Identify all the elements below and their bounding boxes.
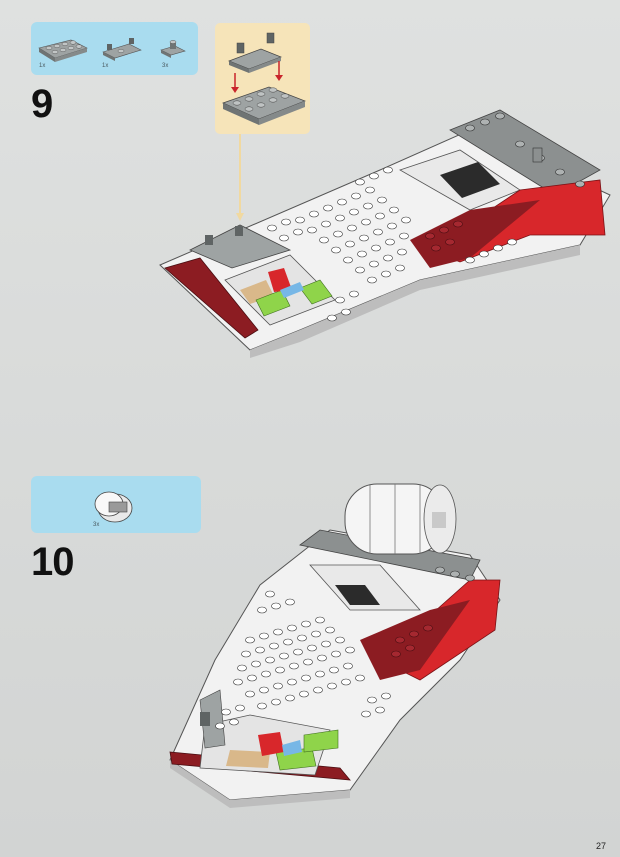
step-number: 9 [31,82,53,126]
step-10-parts-box: 3x [31,476,201,533]
round-brick-white-icon [94,491,133,523]
step-9-parts-icons [38,38,186,62]
part-qty-label: 3x [162,63,169,69]
step-9-parts-box: 1x 1x 3x [31,22,198,75]
step-number: 10 [31,540,74,584]
arrow-down-icon [231,61,283,93]
model-studs [267,166,517,322]
step-10-parts-icons [94,491,133,523]
part-qty-label: 3x [93,522,100,528]
round-brick-stack [344,483,457,555]
plate-2x4-gray-icon [38,39,88,62]
callout-subassembly [222,32,306,125]
part-qty-label: 1x [102,63,109,69]
model-studs [215,590,391,730]
part-qty-label: 1x [39,63,46,69]
jumper-plate-gray-icon [160,40,186,58]
step-9-callout-box [215,23,310,134]
plate-clip-gray-icon [102,38,142,61]
page-number: 27 [595,841,606,851]
